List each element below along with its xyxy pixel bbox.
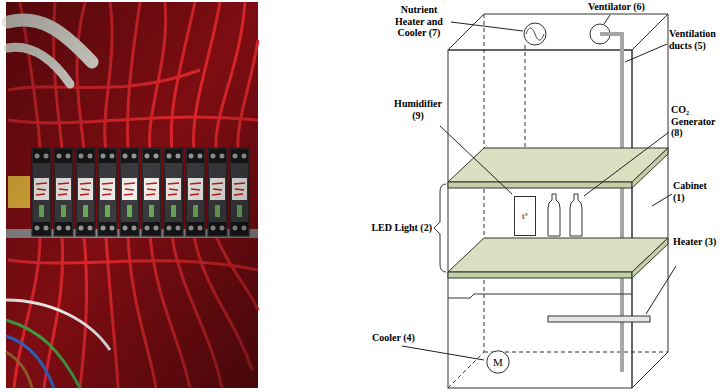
co2-bottle: [570, 194, 582, 236]
led-shelf: [632, 238, 668, 278]
heater-bar: [548, 316, 650, 322]
relay-photo: [6, 2, 258, 388]
led-shelf: [448, 182, 632, 188]
leader-line: [451, 22, 523, 31]
photo-shade: [6, 2, 258, 388]
bracket: [434, 184, 446, 272]
led-shelf: [448, 272, 632, 278]
callout-label: Cabinet (1): [673, 180, 721, 203]
leader-line: [584, 132, 669, 196]
motor-circle: M: [486, 350, 510, 374]
leader-line: [646, 266, 676, 314]
co2-bottle: [548, 194, 582, 236]
callout-label: Ventilator (6): [588, 1, 645, 13]
hidden-edge: [525, 45, 526, 148]
node-outline: [487, 351, 509, 373]
relay-photo: [6, 2, 258, 388]
callout-label: CO₂ Generator (8): [671, 104, 721, 139]
leader-line: [625, 44, 667, 62]
leader-line: [440, 126, 512, 194]
cabinet-front: [448, 50, 632, 388]
node-outline: [515, 197, 536, 236]
callout-label: LED Light (2): [371, 222, 432, 234]
co2-bottle: [548, 194, 560, 236]
node-text: M: [493, 356, 503, 368]
hidden-edge: [448, 14, 668, 388]
callout-label: Cooler (4): [372, 332, 415, 344]
hidden-edge: [484, 352, 668, 353]
heater-cooler-symbol: [526, 28, 544, 40]
callout-label: Humidifier (9): [388, 98, 448, 121]
humidifier-box: t°: [514, 196, 536, 236]
callout-label: Ventilation ducts (5): [669, 28, 722, 51]
cabinet-side: [632, 14, 668, 388]
leader-line: [402, 15, 676, 360]
led-shelf: [632, 148, 668, 188]
leader-line: [604, 15, 610, 24]
cabinet-drawing: [434, 14, 668, 388]
node-text: t°: [522, 211, 528, 221]
compartment-line: [448, 294, 632, 298]
leader-line: [402, 346, 484, 360]
heater-cooler-symbol: [524, 23, 546, 45]
callout-label: Heater (3): [673, 236, 721, 248]
led-shelf: [448, 148, 668, 278]
callout-label: Nutrient Heater and Cooler (7): [388, 4, 450, 39]
leader-line: [652, 194, 672, 206]
cabinet-top: [448, 14, 668, 50]
led-shelf: [448, 238, 668, 272]
